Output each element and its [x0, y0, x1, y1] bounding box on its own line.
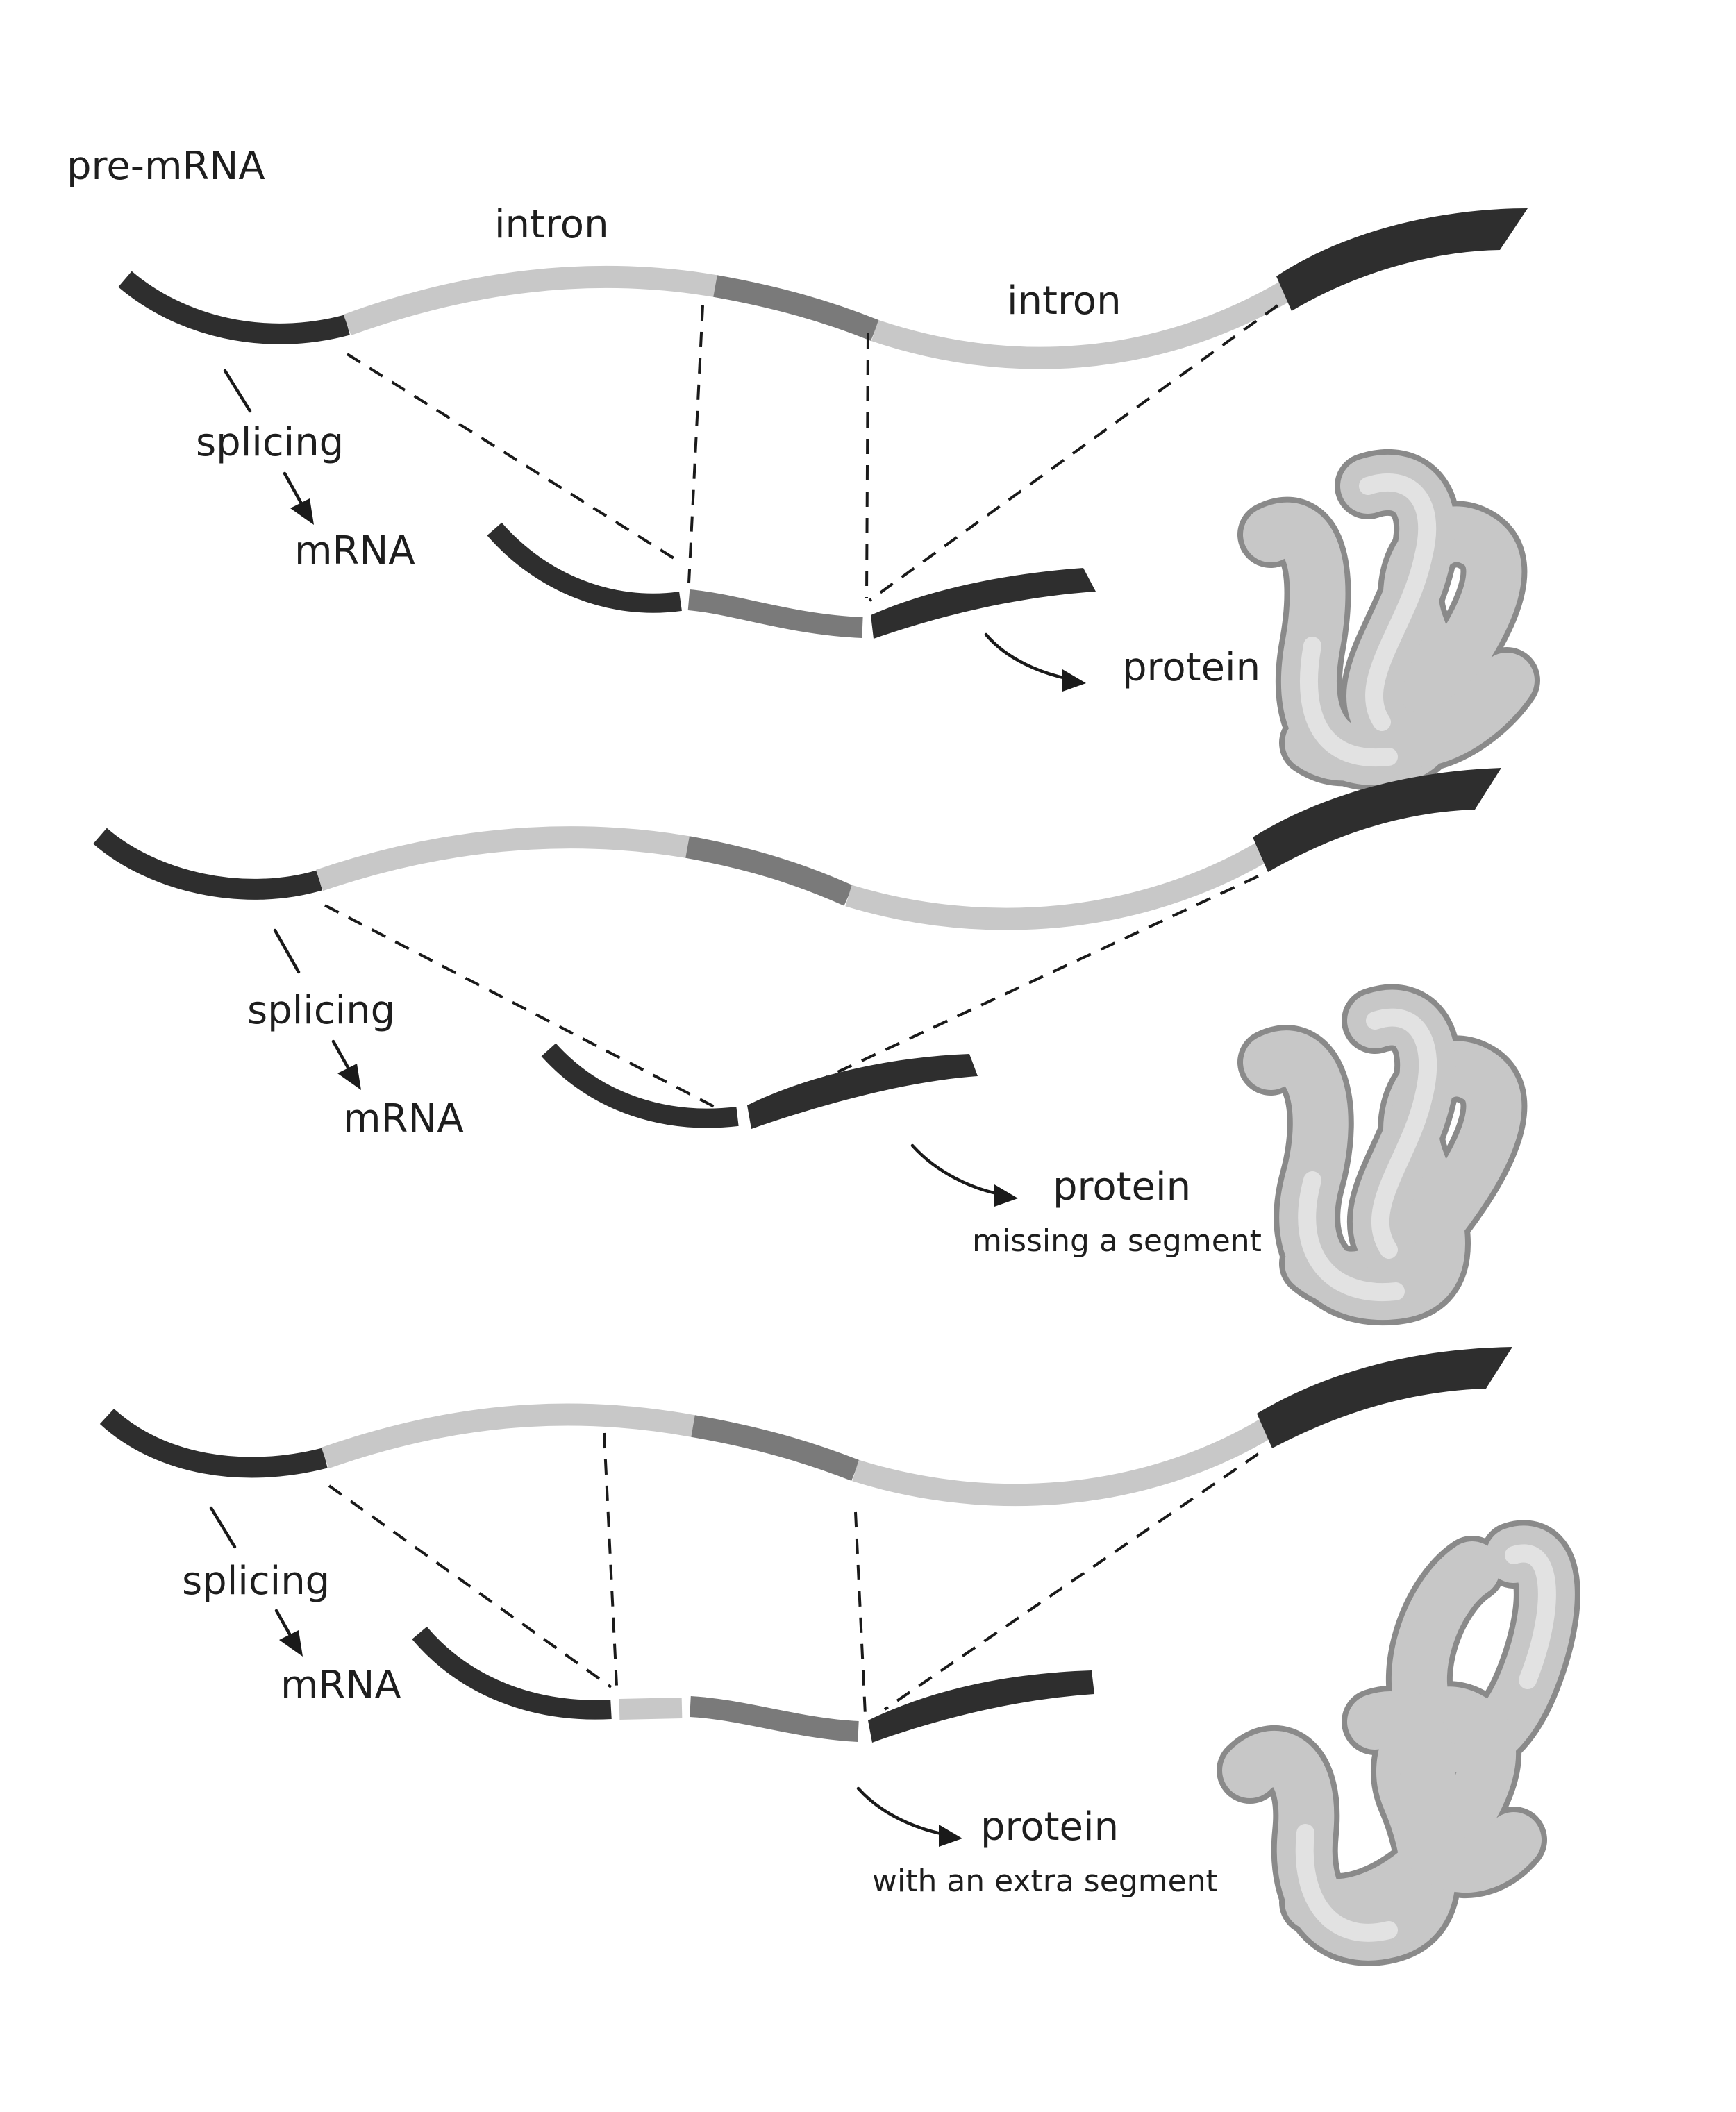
splice-guide-lines [324, 875, 1259, 1115]
arrow-head-icon [337, 1064, 361, 1090]
exon-1 [93, 828, 323, 900]
intron-2 [845, 843, 1267, 930]
mrna-exon-2 [690, 1696, 859, 1742]
pre-mrna-strand [99, 1347, 1512, 1507]
pre-mrna-strand [118, 208, 1528, 369]
exon-3 [1257, 1347, 1512, 1448]
splicing-label: splicing [247, 988, 395, 1033]
protein-illustration [1237, 449, 1540, 791]
splicing-tick [223, 369, 252, 413]
arrow-head-icon [290, 498, 314, 525]
exon-1 [99, 1408, 328, 1478]
mrna-exon-3 [747, 1054, 978, 1129]
intron-1 [321, 1403, 695, 1469]
mrna-exon-2 [687, 589, 863, 638]
mature-mrna [541, 1043, 978, 1129]
protein-label: protein [1122, 645, 1260, 690]
panel-intron-retention: splicing mRNA protein with an extra segm… [99, 1347, 1580, 1966]
translation-arrow [856, 1786, 946, 1836]
mrna-exon-3 [871, 568, 1096, 639]
mrna-label: mRNA [281, 1663, 401, 1708]
mrna-label: mRNA [343, 1096, 464, 1141]
mrna-exon-1 [541, 1043, 739, 1128]
mrna-exon-3 [868, 1670, 1094, 1743]
splicing-label: splicing [182, 1559, 330, 1604]
intron-1 [343, 265, 717, 336]
mature-mrna [487, 522, 1096, 639]
exon-3 [1253, 768, 1501, 872]
intron-1 [315, 826, 690, 891]
mrna-retained-intron [619, 1698, 683, 1720]
translation-arrow [984, 632, 1071, 681]
mrna-exon-1 [412, 1626, 612, 1720]
splicing-tick [273, 928, 301, 974]
pre-mrna-label: pre-mRNA [67, 144, 265, 189]
protein-illustration [1217, 1520, 1580, 1966]
protein-label: protein [980, 1804, 1119, 1850]
intron-2 [852, 1419, 1271, 1507]
mature-mrna [412, 1626, 1094, 1743]
protein-label: protein [1053, 1164, 1191, 1209]
splice-guide-lines [346, 304, 1279, 602]
translation-arrow [910, 1143, 1002, 1196]
arrow-head-icon [279, 1630, 303, 1657]
protein-note: with an extra segment [872, 1863, 1218, 1899]
mrna-exon-1 [487, 522, 682, 613]
arrow-head-icon [1062, 669, 1086, 692]
intron-label-1: intron [494, 202, 609, 247]
exon-2 [713, 275, 879, 341]
splicing-tick [209, 1506, 237, 1549]
intron-2 [871, 282, 1291, 369]
intron-label-2: intron [1007, 278, 1121, 324]
pre-mrna-strand [93, 768, 1501, 930]
splicing-label: splicing [196, 420, 344, 465]
arrow-head-icon [994, 1184, 1018, 1207]
mrna-label: mRNA [294, 528, 415, 573]
panel-exon-skipping: splicing mRNA protein missing a segment [93, 768, 1528, 1326]
protein-note: missing a segment [972, 1223, 1262, 1259]
exon-1 [118, 271, 350, 344]
exon-2 [685, 836, 853, 906]
panel-normal-splicing: pre-mRNA intron intron splicing mRNA [67, 144, 1540, 791]
arrow-head-icon [939, 1825, 962, 1847]
protein-illustration [1237, 984, 1528, 1326]
splice-guide-lines [328, 1432, 1260, 1716]
exon-3 [1276, 208, 1528, 311]
exon-2 [691, 1415, 860, 1481]
